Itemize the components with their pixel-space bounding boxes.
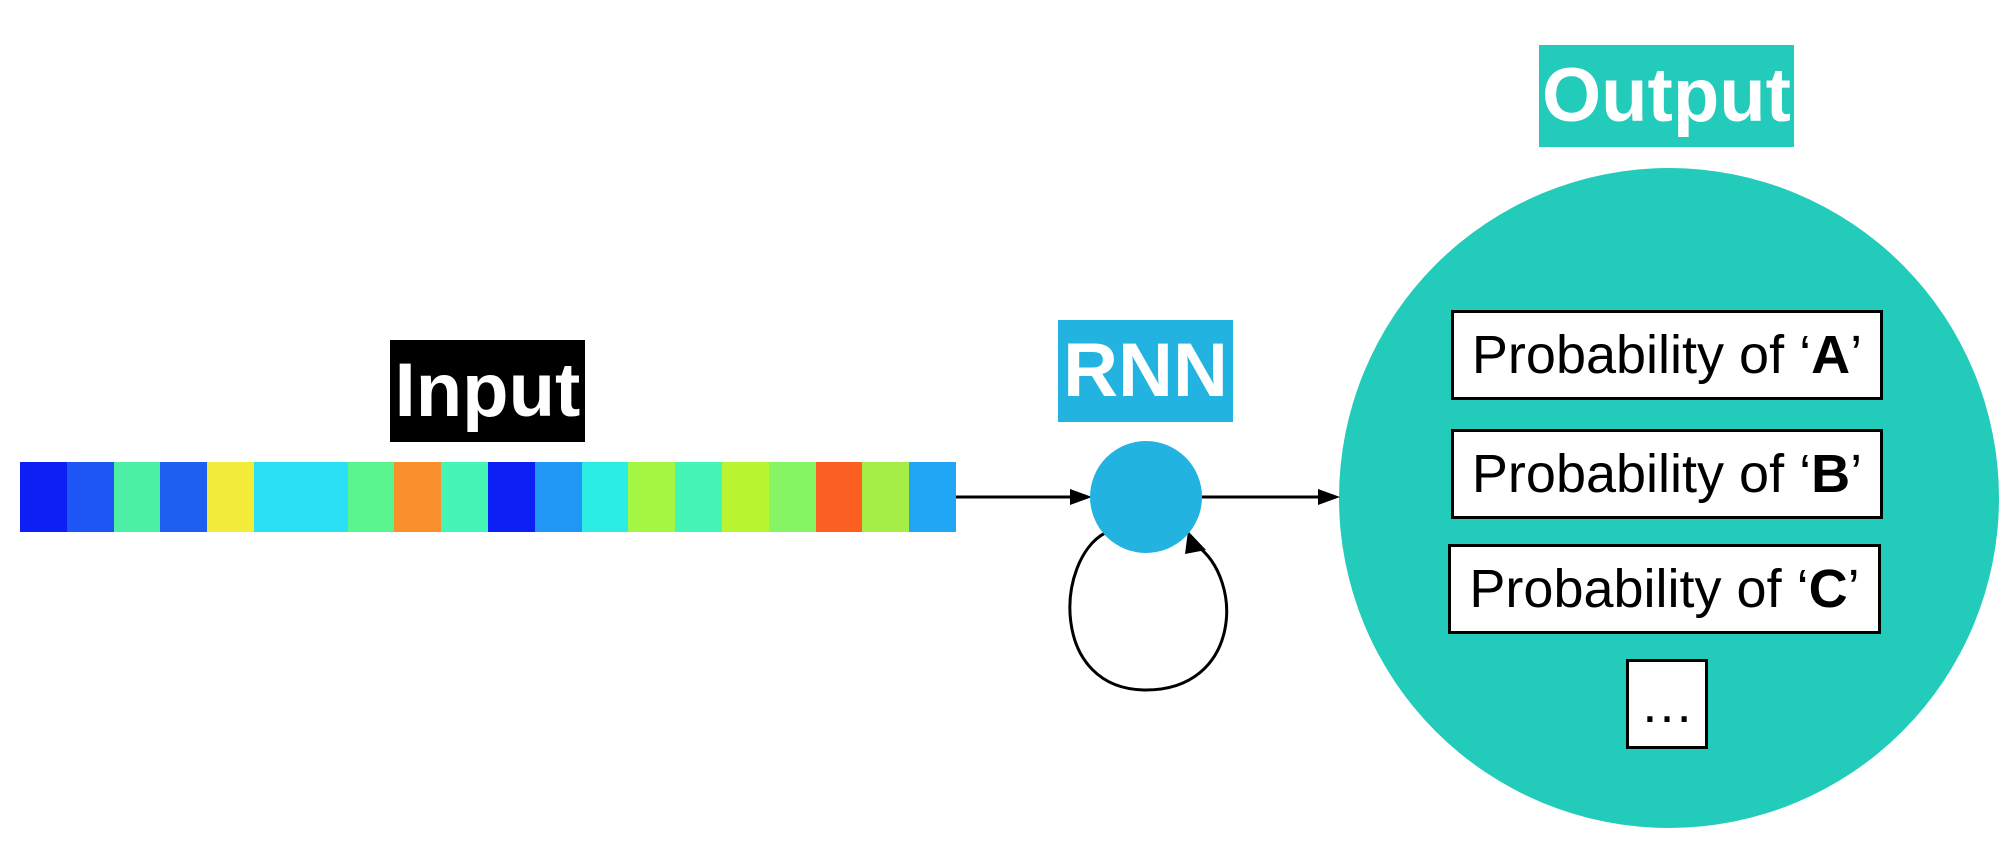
sequence-cell [487, 462, 535, 532]
more-outputs-box: … [1626, 659, 1708, 749]
recurrent-loop-arrowhead [1185, 531, 1206, 554]
rnn-label: RNN [1058, 320, 1233, 422]
sequence-cell [20, 462, 67, 532]
probability-b-box: Probability of ‘B’ [1451, 429, 1883, 519]
sequence-cell [581, 462, 629, 532]
probability-c-letter: C [1808, 559, 1848, 619]
sequence-cell [862, 462, 910, 532]
sequence-cell [207, 462, 254, 532]
rnn-node [1090, 441, 1202, 553]
probability-c-suffix: ’ [1847, 559, 1860, 619]
sequence-cell [721, 462, 769, 532]
probability-b-suffix: ’ [1850, 444, 1863, 504]
sequence-cell [300, 462, 348, 532]
sequence-cell [66, 462, 114, 532]
probability-a-prefix: Probability of ‘ [1471, 325, 1812, 385]
probability-b-letter: B [1811, 444, 1851, 504]
input-to-rnn-arrowhead [1070, 489, 1092, 505]
sequence-cell [113, 462, 161, 532]
recurrent-loop-arrow [1068, 531, 1229, 692]
sequence-cell [394, 462, 442, 532]
sequence-cell [253, 462, 301, 532]
sequence-cell [628, 462, 676, 532]
input-sequence [20, 462, 956, 532]
probability-a-letter: A [1811, 325, 1851, 385]
probability-c-box: Probability of ‘C’ [1448, 544, 1881, 634]
probability-c-prefix: Probability of ‘ [1469, 559, 1809, 619]
sequence-cell [160, 462, 208, 532]
sequence-cell [675, 462, 722, 532]
probability-a-box: Probability of ‘A’ [1451, 310, 1883, 400]
sequence-cell [347, 462, 395, 532]
probability-a-suffix: ’ [1850, 325, 1863, 385]
sequence-cell [909, 462, 956, 532]
sequence-cell [441, 462, 488, 532]
sequence-cell [815, 462, 863, 532]
sequence-cell [768, 462, 816, 532]
input-label: Input [390, 340, 585, 442]
output-label: Output [1539, 45, 1794, 147]
sequence-cell [534, 462, 582, 532]
rnn-to-output-arrowhead [1318, 489, 1340, 505]
probability-b-prefix: Probability of ‘ [1471, 444, 1812, 504]
